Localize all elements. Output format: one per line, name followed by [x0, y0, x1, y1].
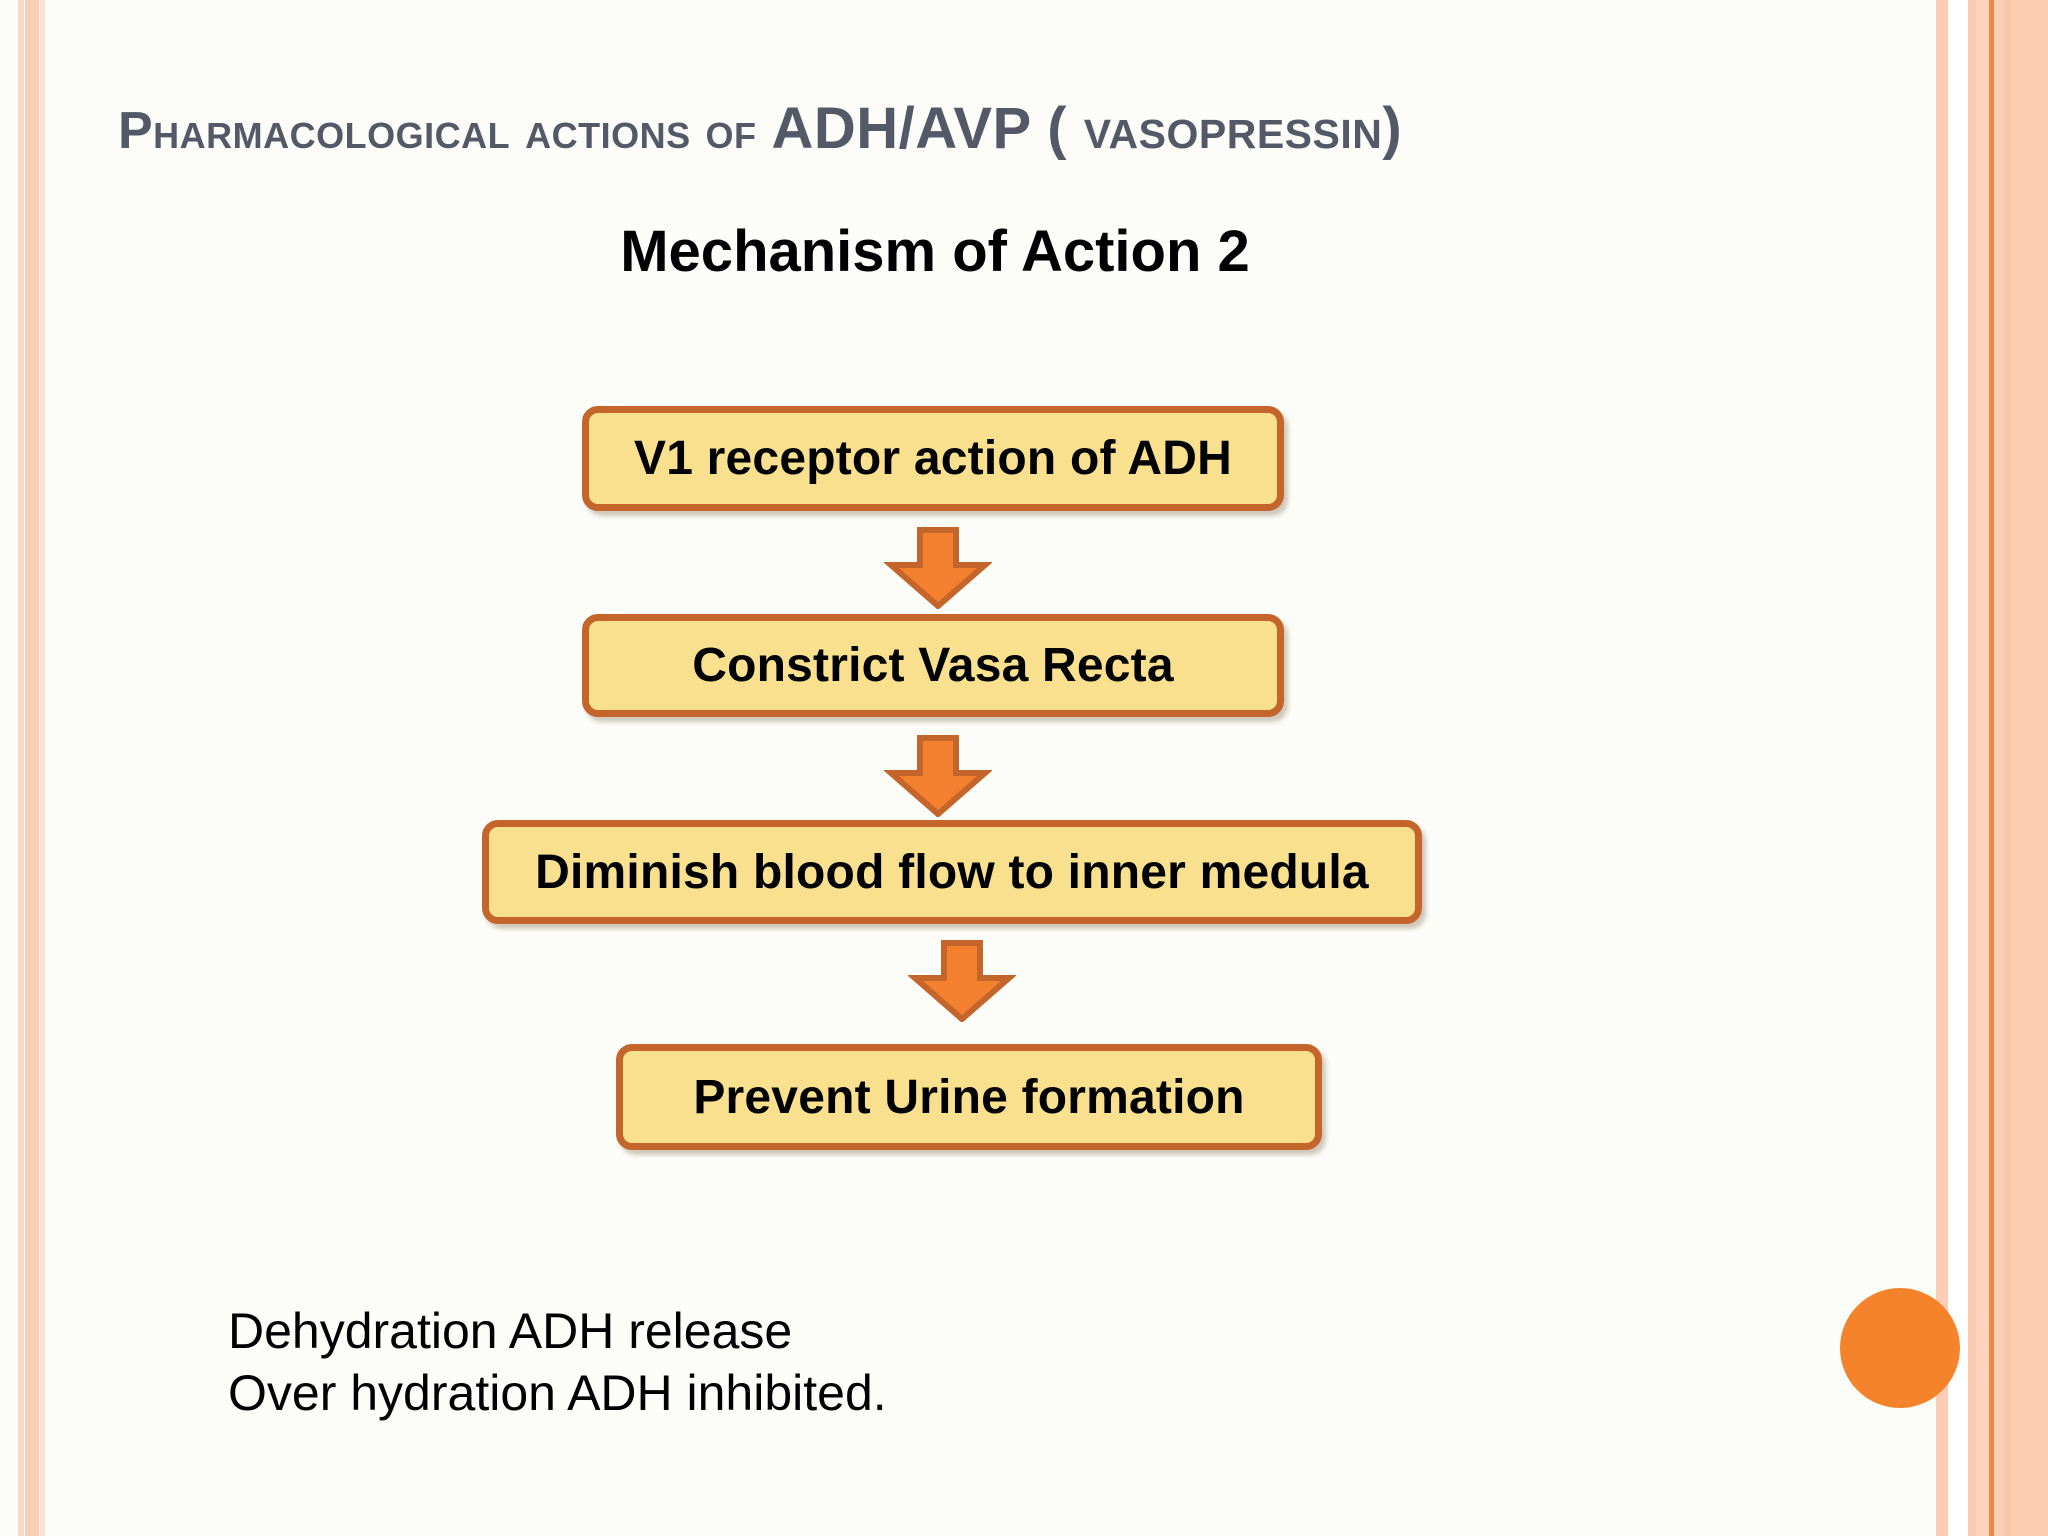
- slide-subheading: Mechanism of Action 2: [620, 219, 1250, 284]
- slide-title: Pharmacological actions of ADH/AVP ( vas…: [118, 95, 1878, 162]
- down-arrow-icon-2: [882, 735, 994, 818]
- slide-title-part-1: Pharmacological actions of: [118, 102, 772, 160]
- right-border-stripe-4: [1994, 0, 2004, 1536]
- orange-circle-decoration: [1840, 1288, 1960, 1408]
- right-border-stripe-gap: [1948, 0, 1968, 1536]
- flow-box-v1-receptor-action: V1 receptor action of ADH: [582, 406, 1284, 511]
- bottom-note-line-2: Over hydration ADH inhibited.: [228, 1365, 887, 1421]
- flow-box-constrict-vasa-recta: Constrict Vasa Recta: [582, 614, 1284, 717]
- right-border-stripe-5: [2004, 0, 2011, 1536]
- down-arrow-icon-1: [882, 527, 994, 610]
- slide-title-part-2: ADH/: [771, 96, 916, 161]
- flow-box-prevent-urine-formation: Prevent Urine formation: [616, 1044, 1322, 1150]
- right-border-stripe-accent: [1989, 0, 1994, 1536]
- right-border-stripe-2: [1968, 0, 1976, 1536]
- bottom-notes: Dehydration ADH release Over hydration A…: [228, 1300, 887, 1424]
- right-border-stripe-3: [1976, 0, 1989, 1536]
- down-arrow-icon-3: [906, 940, 1018, 1023]
- right-border-stripe-6: [2011, 0, 2048, 1536]
- bottom-note-line-1: Dehydration ADH release: [228, 1303, 793, 1359]
- slide-title-part-3: AVP ( vasopressin): [915, 96, 1403, 161]
- flow-box-diminish-blood-flow: Diminish blood flow to inner medula: [482, 820, 1422, 924]
